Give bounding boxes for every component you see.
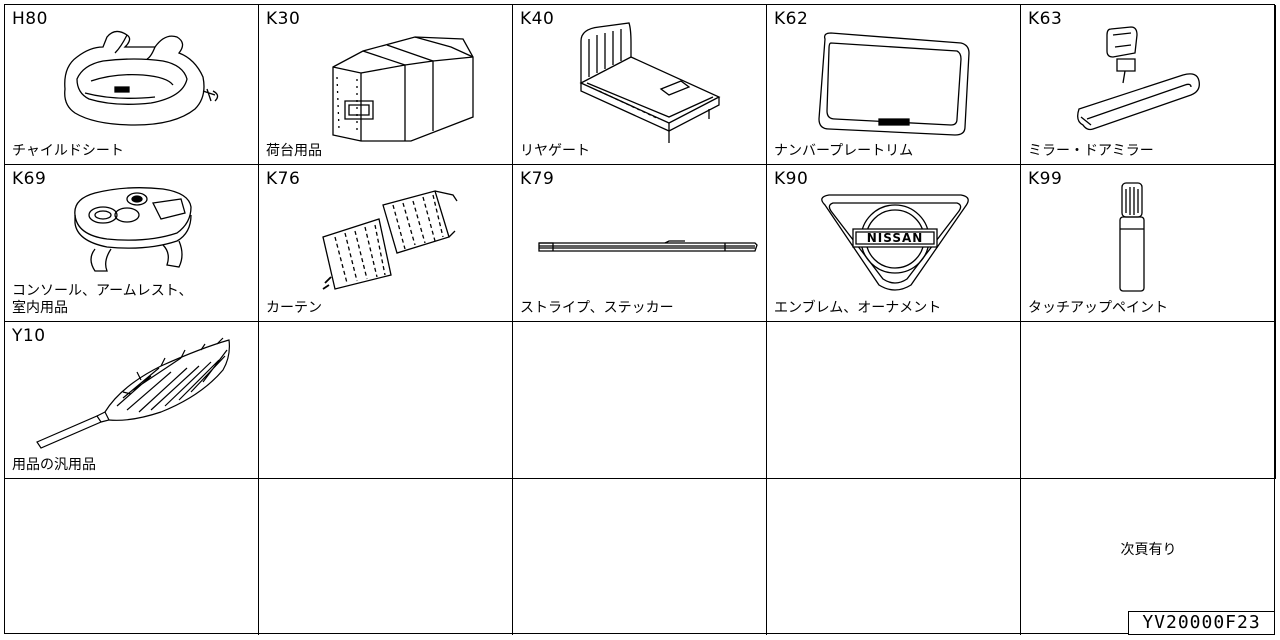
next-page-note: 次頁有り — [1120, 542, 1177, 558]
emblem-text: NISSAN — [866, 231, 924, 245]
part-label: タッチアップペイント — [1028, 300, 1168, 316]
empty-cell — [767, 322, 1021, 479]
part-code: K90 — [774, 169, 809, 189]
rear-gate-icon — [569, 19, 729, 149]
empty-cell — [767, 479, 1021, 635]
child-seat-icon — [55, 17, 225, 132]
part-code: K40 — [520, 9, 555, 29]
empty-cell — [5, 479, 259, 635]
part-cell-y10[interactable]: Y10 用品の汎用品 — [5, 322, 259, 479]
part-code: K30 — [266, 9, 301, 29]
part-cell-k69[interactable]: K69 コンソール、アームレスト、 室内用品 — [5, 165, 259, 322]
next-page-cell[interactable]: 次頁有り — [1021, 479, 1276, 635]
part-cell-k62[interactable]: K62 ナンバープレートリム — [767, 5, 1021, 165]
part-cell-k63[interactable]: K63 ミラー・ドアミラー — [1021, 5, 1276, 165]
part-cell-k30[interactable]: K30 荷台用品 — [259, 5, 513, 165]
part-label: リヤゲート — [520, 143, 590, 159]
part-code: K62 — [774, 9, 809, 29]
part-label: ストライプ、ステッカー — [520, 300, 674, 316]
part-cell-k40[interactable]: K40 リヤゲート — [513, 5, 767, 165]
empty-cell — [513, 322, 767, 479]
part-code: K99 — [1028, 169, 1063, 189]
empty-cell — [259, 322, 513, 479]
part-cell-h80[interactable]: H80 チャイルドシート — [5, 5, 259, 165]
part-code: K79 — [520, 169, 555, 189]
part-label: 用品の汎用品 — [12, 457, 96, 473]
stripe-sticker-icon — [535, 235, 761, 259]
part-code: K69 — [12, 169, 47, 189]
cargo-cover-icon — [321, 17, 481, 147]
part-cell-k90[interactable]: K90 NISSAN エンブレム、オーナメント — [767, 165, 1021, 322]
empty-cell — [259, 479, 513, 635]
part-label: コンソール、アームレスト、 室内用品 — [12, 283, 193, 316]
part-label: ミラー・ドアミラー — [1028, 143, 1154, 159]
empty-cell — [1021, 322, 1276, 479]
part-code: K76 — [266, 169, 301, 189]
parts-grid: H80 チャイルドシート K30 — [4, 4, 1276, 635]
touch-up-paint-icon — [1115, 179, 1149, 295]
empty-cell — [513, 479, 767, 635]
part-cell-k79[interactable]: K79 ストライプ、ステッカー — [513, 165, 767, 322]
curtain-icon — [305, 181, 465, 291]
part-cell-k76[interactable]: K76 カーテン — [259, 165, 513, 322]
part-label: ナンバープレートリム — [774, 143, 914, 159]
license-plate-rim-icon — [815, 31, 975, 141]
document-id: YV20000F23 — [1128, 611, 1275, 635]
part-label: エンブレム、オーナメント — [774, 300, 942, 316]
nissan-emblem-icon: NISSAN — [815, 191, 975, 295]
part-code: H80 — [12, 9, 48, 29]
part-label: カーテン — [266, 300, 322, 316]
part-label: チャイルドシート — [12, 143, 124, 159]
part-code: Y10 — [12, 326, 46, 346]
feather-duster-icon — [31, 336, 237, 452]
part-code: K63 — [1028, 9, 1063, 29]
console-icon — [67, 179, 207, 275]
part-label: 荷台用品 — [266, 143, 322, 159]
part-cell-k99[interactable]: K99 タッチアップペイント — [1021, 165, 1276, 322]
mirror-icon — [1073, 25, 1213, 141]
